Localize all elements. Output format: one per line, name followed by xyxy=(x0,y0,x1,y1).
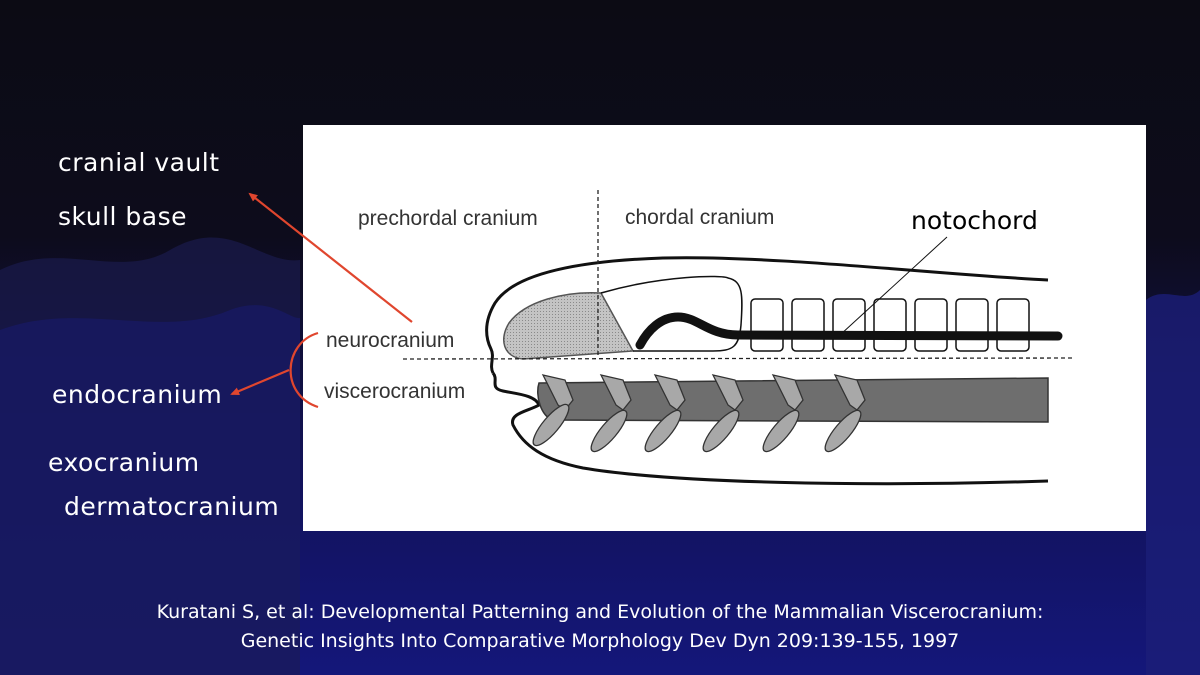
somite xyxy=(955,298,989,352)
dermatocranium-label: dermatocranium xyxy=(64,492,280,521)
pharyngeal-arch xyxy=(644,409,682,453)
somite xyxy=(873,298,907,352)
somite xyxy=(791,298,825,352)
citation: Kuratani S, et al: Developmental Pattern… xyxy=(0,598,1200,656)
notochord-label: notochord xyxy=(911,206,1038,235)
somite-row xyxy=(750,298,1030,352)
notochord-line xyxy=(635,312,1063,350)
head-outline-lower xyxy=(491,372,1049,486)
chordal-cartilage-outline xyxy=(600,275,743,352)
somite xyxy=(832,298,866,352)
notochord-leader-line xyxy=(839,236,948,336)
embryo-head-figure: prechordal cranium chordal cranium neuro… xyxy=(303,125,1146,531)
endocranium-label: endocranium xyxy=(52,380,223,409)
head-outline-upper xyxy=(485,256,1049,374)
prechordal-label: prechordal cranium xyxy=(358,207,538,230)
pharyngeal-arch xyxy=(702,409,740,453)
cranial-vault-label: cranial vault xyxy=(58,148,220,177)
chordal-label: chordal cranium xyxy=(625,206,774,229)
pharyngeal-arch xyxy=(532,403,570,447)
somite xyxy=(750,298,784,352)
pharyngeal-arches xyxy=(532,374,866,453)
viscerocranium-label: viscerocranium xyxy=(324,380,465,403)
pharyngeal-arch xyxy=(541,374,574,411)
pharyngeal-arch xyxy=(599,374,632,411)
neuro-viscero-divider xyxy=(402,357,1074,360)
citation-line-2: Genetic Insights Into Comparative Morpho… xyxy=(240,630,960,652)
skull-base-label: skull base xyxy=(58,202,188,231)
somite xyxy=(996,298,1030,352)
pharyngeal-arch xyxy=(711,374,744,411)
pharyngeal-arch xyxy=(833,374,866,411)
citation-line-1: Kuratani S, et al: Developmental Pattern… xyxy=(156,601,1044,623)
pharyngeal-arch xyxy=(653,374,686,411)
background-wave xyxy=(1146,290,1200,675)
exocranium-label: exocranium xyxy=(48,448,200,477)
background-wave xyxy=(0,305,300,675)
pharyngeal-arch xyxy=(824,409,862,453)
pharyngeal-arch xyxy=(762,409,800,453)
neurocranium-label: neurocranium xyxy=(326,329,454,352)
prechordal-region xyxy=(503,292,635,360)
pharyngeal-arch xyxy=(771,374,804,411)
pharyngeal-arch xyxy=(590,409,628,453)
somite xyxy=(914,298,948,352)
